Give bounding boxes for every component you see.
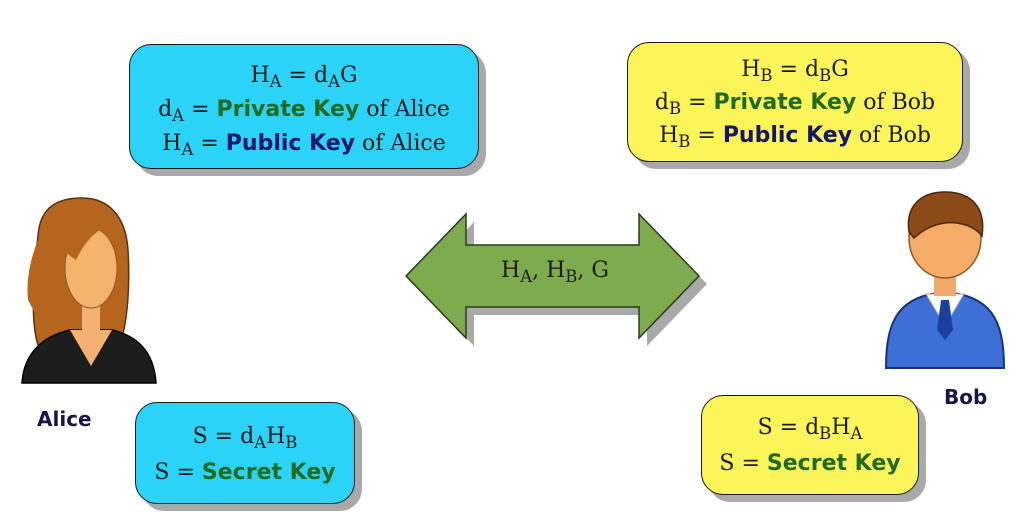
woman-avatar-icon — [21, 197, 157, 384]
alice-secret-equation: S = dAHB — [192, 424, 298, 452]
bob-name-label: Bob — [944, 385, 988, 409]
bob-public-key-definition: HB = Public Key of Bob — [659, 123, 931, 151]
exchange-arrow — [404, 212, 701, 340]
man-avatar-icon — [884, 191, 1006, 369]
bob-key-box: HB = dBG dB = Private Key of Bob HB = Pu… — [627, 42, 963, 162]
bob-secret-key-definition: S = Secret Key — [719, 451, 901, 476]
alice-key-box: HA = dAG dA = Private Key of Alice HA = … — [129, 44, 479, 169]
bob-secret-box: S = dBHA S = Secret Key — [701, 395, 919, 495]
bob-secret-equation: S = dBHA — [757, 415, 863, 443]
alice-secret-key-definition: S = Secret Key — [154, 460, 336, 485]
alice-private-key-definition: dA = Private Key of Alice — [158, 97, 450, 125]
alice-secret-box: S = dAHB S = Secret Key — [135, 402, 355, 504]
alice-public-key-definition: HA = Public Key of Alice — [162, 131, 446, 159]
alice-public-key-equation: HA = dAG — [250, 63, 358, 91]
alice-name-label: Alice — [37, 407, 92, 431]
bob-public-key-equation: HB = dBG — [741, 57, 849, 85]
bob-private-key-definition: dB = Private Key of Bob — [654, 90, 936, 118]
exchanged-values-label: HA, HB, G — [501, 258, 609, 286]
